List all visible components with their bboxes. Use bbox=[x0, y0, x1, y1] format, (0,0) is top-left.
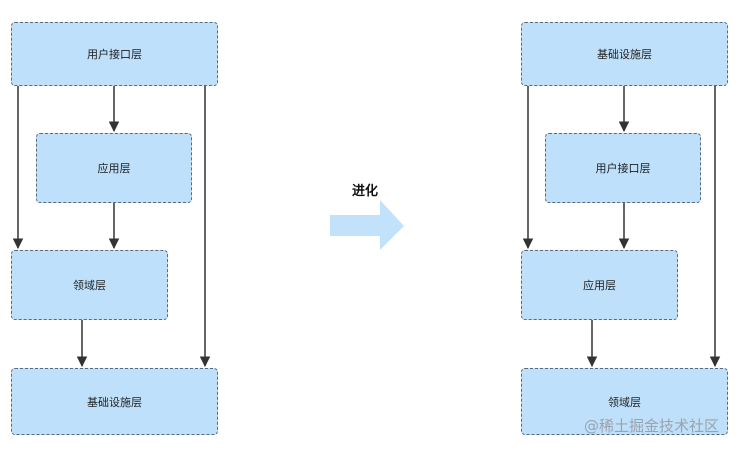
left-box-infra-layer-label: 基础设施层 bbox=[87, 395, 142, 409]
right-box-domain-layer-label: 领域层 bbox=[608, 395, 641, 409]
right-box-app-layer-label: 应用层 bbox=[583, 279, 616, 292]
right-box-infra-layer: 基础设施层 bbox=[521, 22, 728, 86]
left-box-infra-layer: 基础设施层 bbox=[11, 368, 218, 435]
right-box-ui-layer: 用户接口层 bbox=[545, 133, 701, 203]
right-box-infra-layer-label: 基础设施层 bbox=[597, 48, 652, 61]
left-box-domain-layer-label: 领域层 bbox=[73, 279, 106, 292]
left-box-domain-layer: 领域层 bbox=[11, 250, 168, 320]
watermark: @稀土掘金技术社区 bbox=[584, 417, 720, 435]
left-box-app-layer: 应用层 bbox=[36, 133, 192, 203]
left-box-app-layer-label: 应用层 bbox=[97, 162, 131, 175]
right-box-domain-layer: 领域层 bbox=[521, 368, 728, 435]
evolution-arrow bbox=[330, 200, 404, 250]
left-box-ui-layer: 用户接口层 bbox=[11, 22, 218, 86]
right-box-ui-layer-label: 用户接口层 bbox=[595, 162, 651, 175]
left-box-ui-layer-label: 用户接口层 bbox=[87, 48, 142, 61]
right-box-app-layer: 应用层 bbox=[521, 250, 678, 320]
evolution-label: 进化 bbox=[352, 184, 379, 199]
